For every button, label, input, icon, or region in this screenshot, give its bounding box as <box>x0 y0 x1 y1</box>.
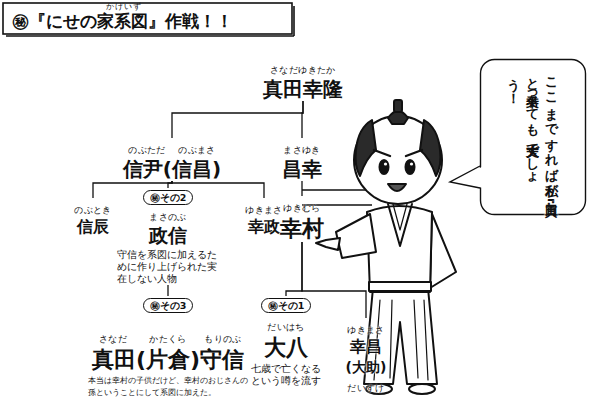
ruby-text: ゆきまさ <box>245 205 283 215</box>
person-node: ㊙その1 だいはち大八七歳で亡くなるという噂を流す <box>246 296 326 387</box>
text-row: ㊙その3 <box>83 296 253 313</box>
ruby-text: だいすけ <box>347 383 385 393</box>
ruby-text: まさゆき <box>283 145 321 155</box>
person-node: ゆきまさ幸昌 (大助) だいすけ <box>336 318 396 395</box>
person-name: 幸昌 <box>350 337 382 356</box>
text-row: 信辰 <box>63 217 123 237</box>
text-row: さなだかたくらもりのぶ <box>83 327 253 346</box>
text-row: ㊙その1 <box>246 296 326 313</box>
person-node: のぶとき信辰 <box>63 198 123 237</box>
tree-connector <box>286 242 302 296</box>
text-row: だいはち <box>246 315 326 334</box>
note-text: 本当は幸村の子供だけど、幸村のおじさんの孫ということにして系図に加えた。 <box>88 375 249 399</box>
person-node: のぶただのぶまさ信尹(信昌) <box>107 138 237 181</box>
person-name: 真田(片倉)守信 <box>92 347 244 372</box>
secret-badge: ㊙その1 <box>261 298 312 313</box>
bubble-content: ここまですれば私が 『真田』と名乗っても 大丈夫でしょう！ <box>479 58 587 216</box>
person-node: ㊙その3 さなだかたくらもりのぶ真田(片倉)守信本当は幸村の子供だけど、幸村のおじ… <box>83 296 253 399</box>
note-text: 守信を系図に加えるために作り上げられた実在しない人物 <box>117 249 219 285</box>
person-name: 幸村 <box>280 216 324 241</box>
tree-stub-line <box>302 189 372 190</box>
tree-connector <box>167 285 168 296</box>
text-row: のぶただのぶまさ <box>107 138 237 157</box>
text-row: 幸村 <box>274 215 330 242</box>
ruby-text: もりのぶ <box>201 334 245 345</box>
text-row: (大助) <box>336 357 396 376</box>
text-row: さなだゆきたか <box>243 58 363 77</box>
secret-badge: ㊙その3 <box>143 298 194 313</box>
text-row: 政信 <box>106 224 230 247</box>
text-row: 本当は幸村の子供だけど、幸村のおじさんの孫ということにして系図に加えた。 <box>83 375 253 399</box>
ruby-text: さなだ <box>91 334 135 345</box>
ruby-text: かたくら <box>146 334 190 345</box>
text-row: 七歳で亡くなるという噂を流す <box>246 363 326 387</box>
person-node: ゆきむら幸村 <box>274 196 330 242</box>
ruby-text: まさのぶ <box>149 212 187 222</box>
person-name: 昌幸 <box>282 157 322 181</box>
text-row: だいすけ <box>336 376 396 395</box>
text-row: ゆきまさ <box>336 318 396 337</box>
ruby-text: ゆきまさ <box>347 325 385 335</box>
speech-text: ここまですれば私が 『真田』と名乗っても 大丈夫でしょう！ <box>505 69 562 206</box>
diagram-title: ㊙『にせの家系図』作戦！！ <box>12 11 233 31</box>
bubble-tail <box>450 166 480 188</box>
text-row: まさのぶ <box>106 205 230 224</box>
ruby-text: ゆきむら <box>283 203 321 213</box>
text-row: ゆきまさ <box>240 198 288 217</box>
text-row: 信尹(信昌) <box>107 157 237 181</box>
speech-bubble: ここまですれば私が 『真田』と名乗っても 大丈夫でしょう！ <box>479 58 587 216</box>
bubble-tail <box>450 166 484 188</box>
tree-connector <box>302 101 303 138</box>
ruby-text: さなだゆきたか <box>270 65 336 75</box>
person-name: 真田幸隆 <box>263 77 343 101</box>
person-name: 政信 <box>149 224 187 246</box>
tree-connector <box>172 101 303 138</box>
person-node: さなだゆきたか真田幸隆 <box>243 58 363 101</box>
ruby-text: だいはち <box>267 322 305 332</box>
text-row: ゆきむら <box>274 196 330 215</box>
alias-name: (大助) <box>346 359 387 375</box>
person-name: 信尹(信昌) <box>123 157 221 181</box>
person-node: まさゆき昌幸 <box>272 138 332 181</box>
text-row: ㊙その2 <box>106 188 230 205</box>
text-row: のぶとき <box>63 198 123 217</box>
ruby-text: のぶただ <box>127 145 167 156</box>
secret-badge: ㊙その2 <box>143 190 194 205</box>
text-row: 幸昌 <box>336 337 396 357</box>
person-node: ㊙その2 まさのぶ政信守信を系図に加えるために作り上げられた実在しない人物 <box>106 188 230 285</box>
text-row: 昌幸 <box>272 157 332 181</box>
ruby-text: のぶまさ <box>177 145 217 156</box>
tree-connector <box>301 181 302 196</box>
note-text: 七歳で亡くなるという噂を流す <box>249 363 323 387</box>
text-row: 大八 <box>246 334 326 361</box>
person-name: 大八 <box>264 335 308 360</box>
text-row: 真田(片倉)守信 <box>83 346 253 373</box>
bubble-outline <box>481 60 586 215</box>
person-name: 幸政 <box>248 217 280 236</box>
text-row: 真田幸隆 <box>243 77 363 101</box>
ruby-label: かけいず <box>106 2 142 11</box>
text-row: まさゆき <box>272 138 332 157</box>
text-row: 守信を系図に加えるために作り上げられた実在しない人物 <box>106 249 230 285</box>
ruby-row: さなだかたくらもりのぶ <box>91 334 245 345</box>
person-name: 信辰 <box>77 217 109 236</box>
ruby-text: のぶとき <box>74 205 112 215</box>
ruby-row: のぶただのぶまさ <box>127 145 217 156</box>
